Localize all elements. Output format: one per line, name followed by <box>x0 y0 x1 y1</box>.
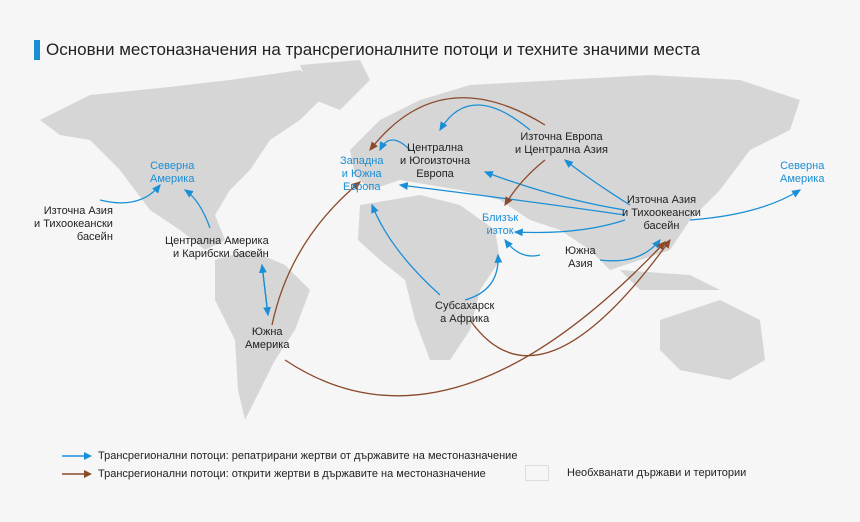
africa <box>358 195 500 360</box>
brown-flow-ee-to-we <box>369 97 546 152</box>
legend-uncovered: Необхванати държави и територии <box>525 465 746 481</box>
blue-flow-sa-to-me <box>504 238 541 257</box>
label-middle-east: Близък изток <box>482 212 519 237</box>
blue-flow-ea-to-me <box>513 219 626 237</box>
blue-flow-ee-to-cse <box>439 104 531 132</box>
blue-flow-ca-to-na <box>183 189 211 229</box>
south-america <box>215 250 310 420</box>
blue-flow-sa-to-ea <box>599 238 661 262</box>
uncovered-swatch <box>525 465 549 481</box>
greenland <box>300 60 370 110</box>
label-subsaharan-africa: Субсахарск а Африка <box>435 300 495 325</box>
europe-asia <box>350 75 800 270</box>
blue-flow-eal-to-na <box>99 183 161 204</box>
label-west-south-europe: Западна и Южна Европа <box>340 155 384 193</box>
blue-flow-cse-to-we <box>379 139 411 152</box>
brown-flow-sa-to-we <box>271 181 362 326</box>
legend-uncovered-text: Необхванати държави и територии <box>567 467 747 479</box>
label-central-america: Централна Америка и Карибски басейн <box>165 235 269 260</box>
indonesia <box>620 270 720 290</box>
label-north-america-west: Северна Америка <box>150 160 195 185</box>
label-south-asia: Южна Азия <box>565 245 596 270</box>
flow-arrows <box>99 97 802 397</box>
blue-flow-ea-to-cse <box>483 171 626 211</box>
blue-flow-ea-to-ee <box>563 159 631 206</box>
page-title: Основни местоназначения на трансрегионал… <box>34 40 700 60</box>
blue-flow-ssa-to-we <box>371 203 441 296</box>
legend-brown-text: Трансрегионални потоци: открити жертви в… <box>98 468 486 480</box>
north-america <box>40 70 330 250</box>
label-south-america: Южна Америка <box>245 326 290 351</box>
label-east-europe-ca: Източна Европа и Централна Азия <box>515 131 608 156</box>
label-central-se-europe: Централна и Югоизточна Европа <box>400 142 471 180</box>
blue-arrow-icon <box>62 452 92 460</box>
label-east-asia-right: Източна Азия и Тихоокеански басейн <box>622 194 701 232</box>
label-east-asia-left: Източна Азия и Тихоокеански басейн <box>34 205 113 243</box>
brown-arrow-icon <box>62 470 92 478</box>
blue-flow-asia-to-na <box>689 189 802 221</box>
blue-flow-ea-to-weurope <box>398 182 626 216</box>
legend-blue: Трансрегионални потоци: репатрирани жерт… <box>62 450 517 462</box>
australia <box>660 300 765 380</box>
blue-flow-sa-ca <box>259 263 269 316</box>
title-accent <box>34 40 40 60</box>
title-text: Основни местоназначения на трансрегионал… <box>46 40 701 59</box>
land-masses <box>40 60 800 420</box>
brown-flow-ee-to-me <box>504 159 546 207</box>
legend-blue-text: Трансрегионални потоци: репатрирани жерт… <box>98 450 518 462</box>
brown-flow-ssa-to-ea <box>469 238 671 357</box>
blue-flow-ssa-to-me <box>464 253 503 301</box>
brown-flow-sam-to-ea <box>284 241 666 397</box>
legend-brown: Трансрегионални потоци: открити жертви в… <box>62 468 486 480</box>
label-north-america-east: Северна Америка <box>780 160 825 185</box>
